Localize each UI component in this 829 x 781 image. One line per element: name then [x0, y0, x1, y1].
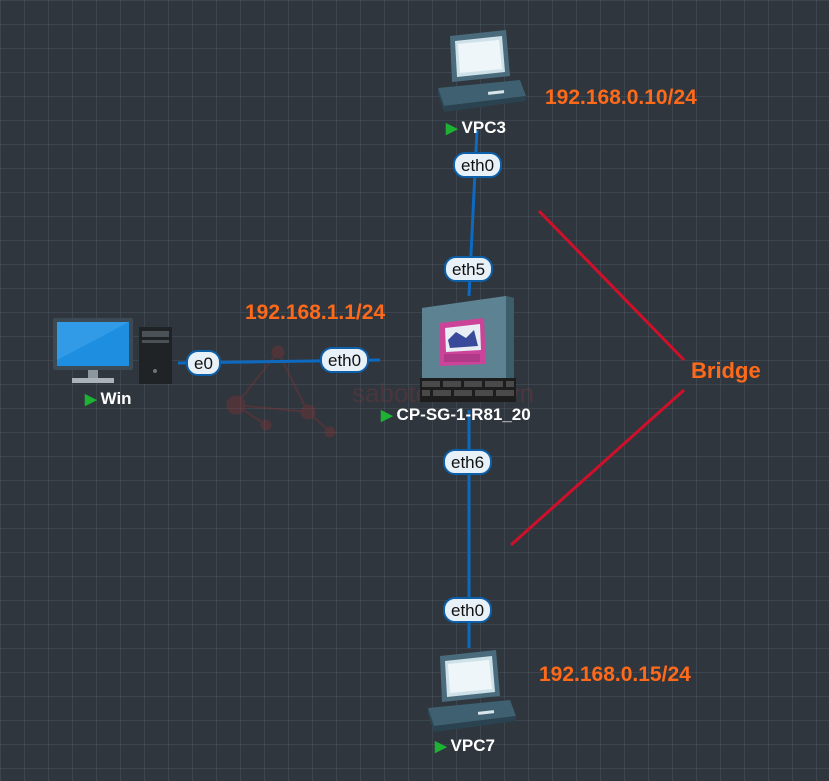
- vpc7-ip: 192.168.0.15/24: [539, 663, 691, 686]
- win-name: Win: [100, 389, 132, 408]
- port-fw-eth0[interactable]: eth0: [320, 347, 370, 373]
- port-fw-eth5[interactable]: eth5: [444, 256, 494, 282]
- win-label[interactable]: ▶Win: [85, 389, 132, 409]
- vpc3-name: VPC3: [461, 118, 506, 137]
- port-vpc3-eth0[interactable]: eth0: [453, 152, 503, 178]
- play-icon: ▶: [435, 738, 447, 755]
- vpc7-label[interactable]: ▶VPC7: [435, 736, 495, 756]
- play-icon: ▶: [381, 407, 393, 424]
- play-icon: ▶: [85, 391, 97, 408]
- bridge-line-upper: [537, 209, 686, 362]
- vpc7-name: VPC7: [450, 736, 495, 755]
- bridge-line-lower: [509, 388, 686, 547]
- vpc3-label[interactable]: ▶VPC3: [446, 118, 506, 138]
- port-win-e0[interactable]: e0: [186, 350, 221, 376]
- firewall-name: CP-SG-1-R81_20: [396, 405, 531, 424]
- firewall-label[interactable]: ▶CP-SG-1-R81_20: [381, 405, 531, 425]
- firewall-ip: 192.168.1.1/24: [245, 301, 386, 324]
- vpc3-ip: 192.168.0.10/24: [545, 86, 697, 109]
- bridge-annotation: Bridge: [691, 358, 761, 383]
- port-vpc7-eth0[interactable]: eth0: [443, 597, 493, 623]
- play-icon: ▶: [446, 120, 458, 137]
- port-fw-eth6[interactable]: eth6: [443, 449, 493, 475]
